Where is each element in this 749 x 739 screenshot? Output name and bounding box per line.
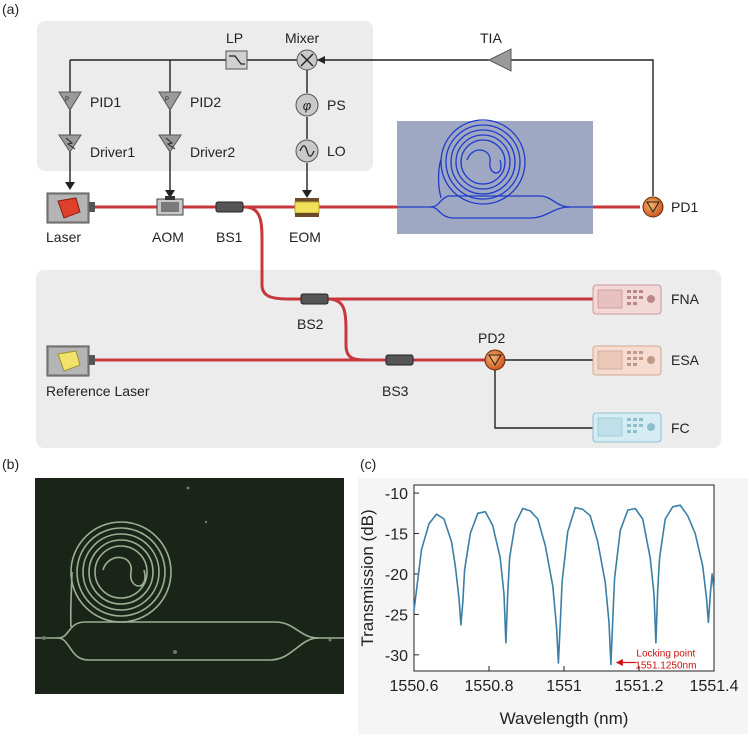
y-tick-label: -30 [385, 648, 408, 665]
y-tick-label: -20 [385, 567, 408, 584]
label-driver1: Driver1 [90, 144, 135, 160]
label-reference-laser: Reference Laser [46, 383, 150, 399]
label-eom: EOM [289, 229, 321, 245]
tia-amplifier-icon [487, 48, 512, 72]
fiber-paths [95, 205, 640, 362]
label-driver2: Driver2 [190, 144, 235, 160]
locking-point-arrowhead [615, 659, 623, 667]
laser-icon [46, 192, 95, 224]
fc-instrument-icon [592, 412, 662, 443]
bs2-icon [300, 293, 329, 305]
x-tick-label: 1550.6 [390, 678, 439, 695]
driver2-icon [158, 134, 182, 153]
label-aom: AOM [152, 229, 184, 245]
chip-resonator [397, 119, 593, 234]
panel-label-c: (c) [360, 456, 376, 472]
pd1-photodetector-icon [642, 196, 664, 218]
label-bs2: BS2 [297, 316, 324, 332]
fna-instrument-icon [592, 284, 662, 315]
chart-ticks: 1550.6 1550.8 1551 1551.2 1551.4 -10 -15 -20 -25… [385, 486, 739, 695]
label-pid1: PID1 [90, 94, 121, 110]
chart-series [413, 504, 715, 666]
label-lo: LO [327, 143, 346, 159]
locking-point-value: 1551.1250nm [635, 661, 696, 672]
aom-icon [156, 196, 184, 216]
label-lp: LP [226, 30, 243, 46]
panel-label-a: (a) [2, 1, 19, 17]
reference-laser-icon [46, 345, 95, 377]
svg-text:P: P [65, 97, 69, 103]
bs3-icon [385, 354, 414, 366]
panel-label-b: (b) [2, 456, 19, 472]
label-pd2: PD2 [478, 330, 505, 346]
esa-instrument-icon [592, 345, 662, 376]
label-tia: TIA [480, 30, 502, 46]
label-esa: ESA [671, 352, 700, 368]
label-fna: FNA [671, 291, 700, 307]
chart-y-axis-label: Transmission (dB) [358, 509, 377, 646]
driver1-icon [58, 134, 82, 153]
x-tick-label: 1551.2 [615, 678, 664, 695]
mixer-icon [296, 49, 318, 71]
chart-x-axis-label: Wavelength (nm) [500, 709, 629, 728]
label-bs3: BS3 [382, 383, 409, 399]
label-pd1: PD1 [671, 199, 698, 215]
pid1-icon: P [58, 91, 82, 111]
local-oscillator-icon [295, 139, 319, 163]
x-tick-label: 1551 [546, 678, 582, 695]
bs1-icon [215, 201, 244, 213]
electrical-paths [65, 56, 654, 429]
lowpass-filter-icon [225, 50, 248, 70]
y-tick-label: -15 [385, 527, 408, 544]
y-tick-label: -10 [385, 486, 408, 503]
label-bs1: BS1 [216, 229, 243, 245]
control-loop-box [37, 21, 373, 171]
transmission-line [413, 504, 715, 666]
locking-point-label: Locking point [636, 649, 695, 660]
y-tick-label: -25 [385, 607, 408, 624]
label-pid2: PID2 [190, 94, 221, 110]
label-mixer: Mixer [285, 30, 320, 46]
svg-text:φ: φ [303, 98, 312, 113]
phase-shifter-icon: φ [295, 93, 319, 117]
label-ps: PS [327, 97, 346, 113]
pid2-icon: P [158, 91, 182, 111]
x-tick-label: 1550.8 [465, 678, 514, 695]
label-fc: FC [671, 420, 690, 436]
eom-icon [294, 198, 320, 217]
svg-text:P: P [165, 97, 169, 103]
device-micrograph [35, 478, 344, 694]
pd2-photodetector-icon [484, 349, 506, 371]
x-tick-label: 1551.4 [690, 678, 739, 695]
label-laser: Laser [46, 229, 81, 245]
